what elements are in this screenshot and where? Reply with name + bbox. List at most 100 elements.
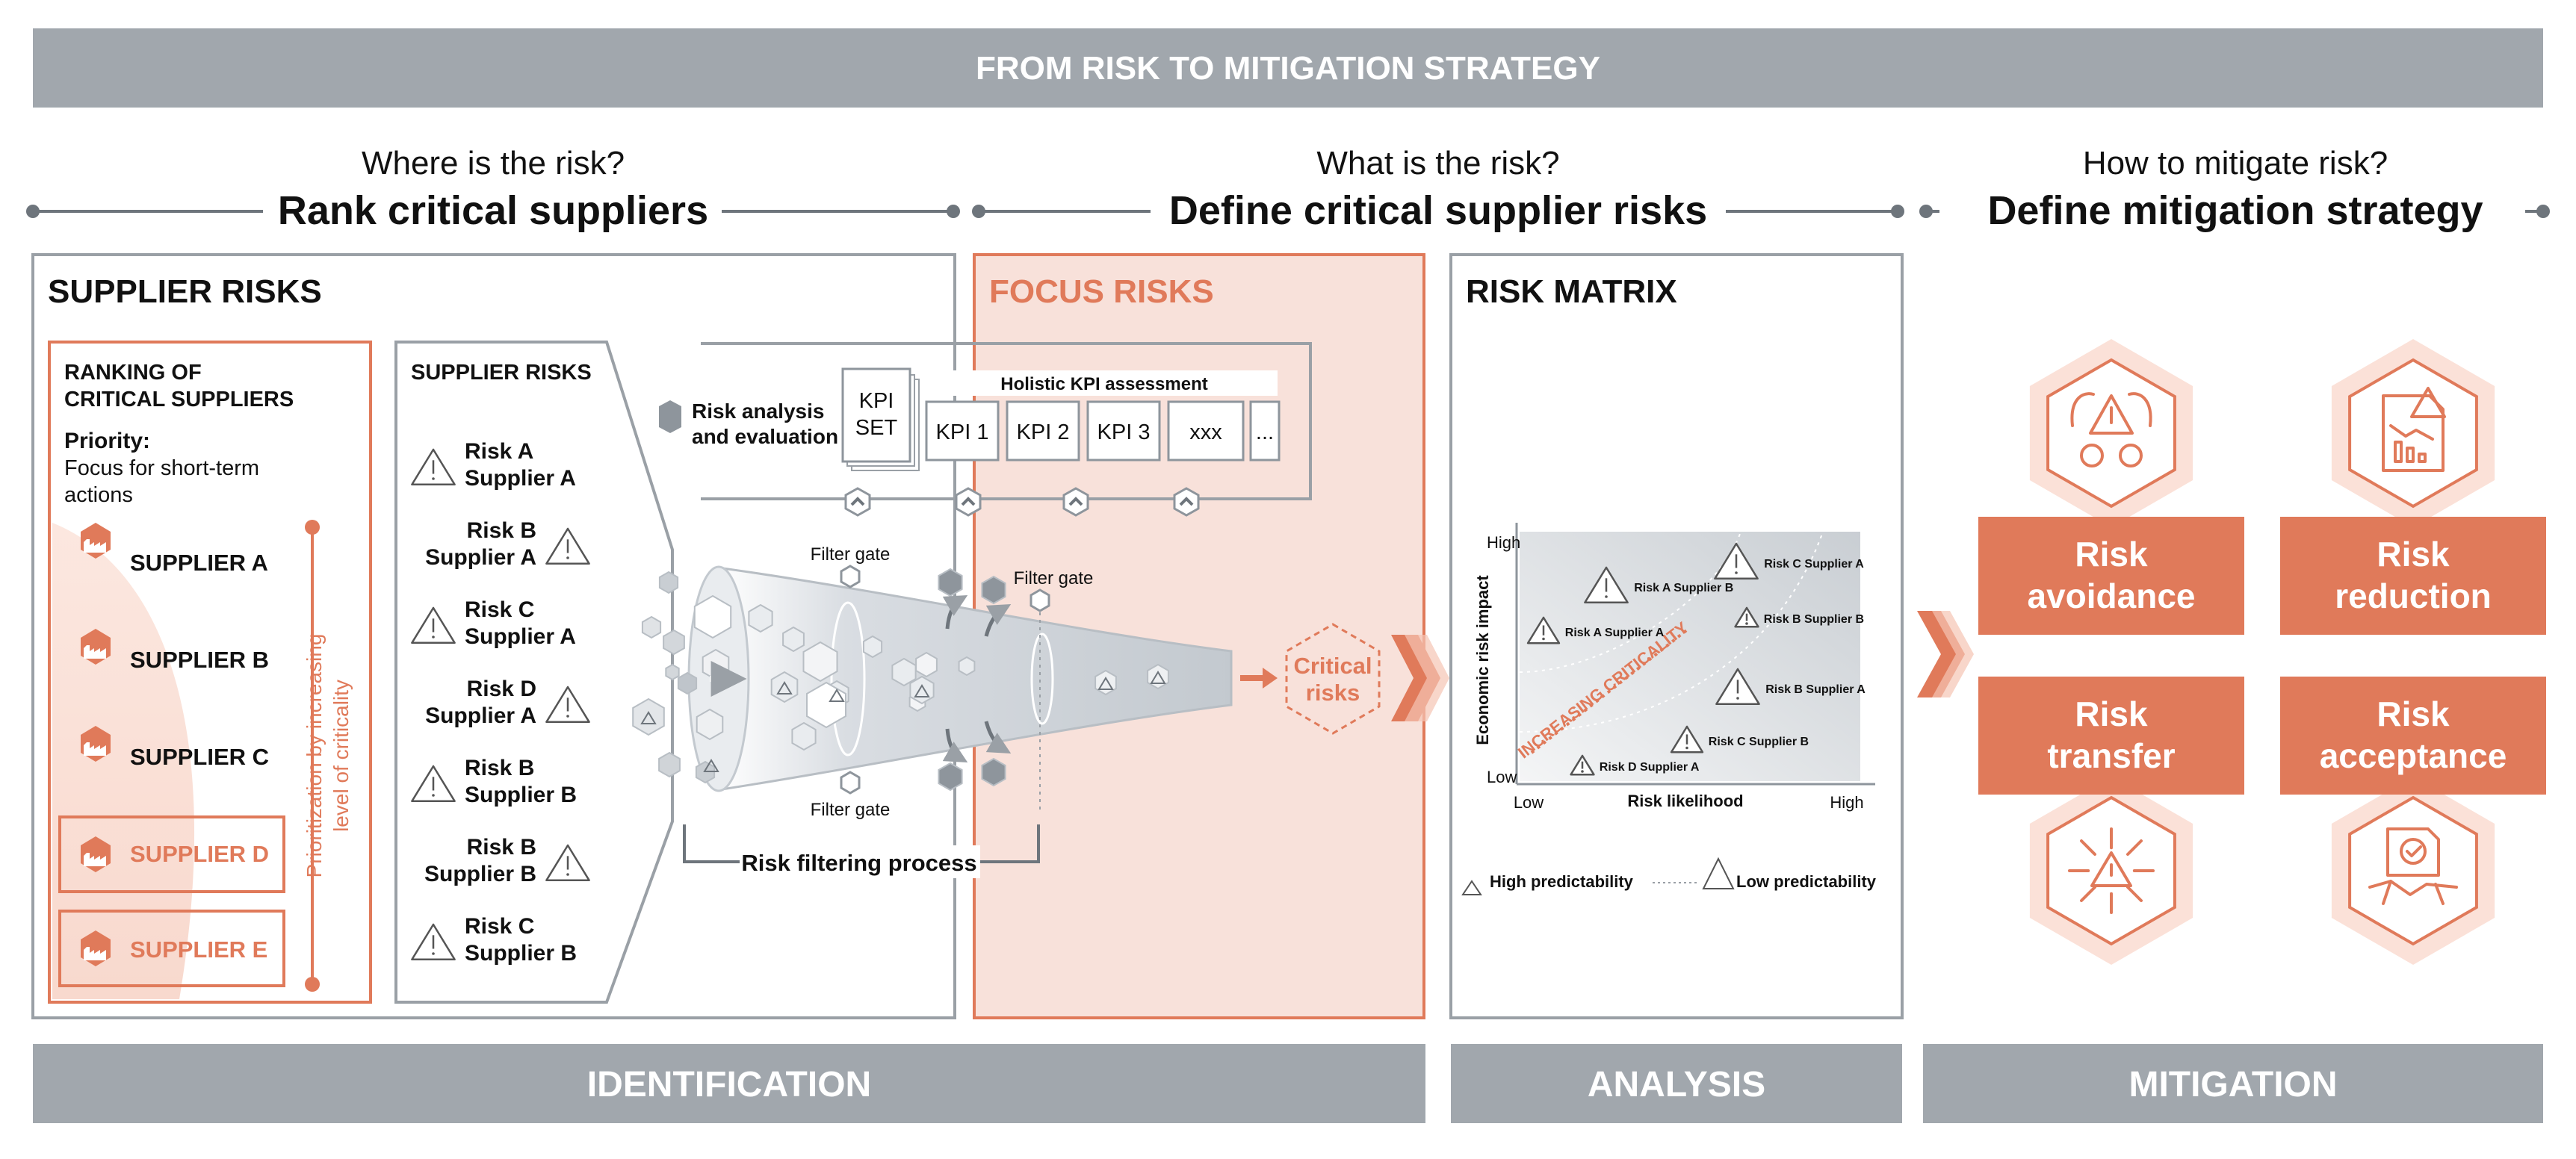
mitigation-label-band (1978, 517, 2244, 635)
column-heading-text-1: Rank critical suppliers (278, 188, 708, 233)
legend-high-predictability: High predictability (1490, 872, 1634, 891)
mitigation-label-line1: Risk (2377, 695, 2450, 733)
matrix-point: Risk A Supplier B (1584, 566, 1733, 604)
critical-risks-line2: risks (1306, 680, 1360, 706)
reject-arrow-icon (942, 728, 968, 762)
factory-icon-glyph (84, 947, 106, 960)
holistic-kpi-label: Holistic KPI assessment (1000, 374, 1207, 394)
holistic-label-bg (926, 370, 1278, 396)
risk-acceptance-icon (2368, 827, 2458, 905)
kpi-set-line1: KPI (859, 389, 894, 413)
kpi-connectors (844, 487, 1200, 517)
kpi-box: ... (1249, 400, 1281, 462)
risk-hexagon (693, 594, 732, 639)
title-bar (33, 28, 2543, 108)
column-heading-1: Where is the risk? Rank critical supplie… (26, 145, 960, 233)
risk-hexagon (1095, 669, 1117, 696)
criticality-axis-label-line1: Prioritization by increasing (303, 634, 326, 878)
column-heading-2: What is the risk? Define critical suppli… (972, 145, 1904, 233)
risk-hexagon (665, 663, 680, 681)
risk-hexagon (663, 629, 685, 656)
column-question-3: How to mitigate risk? (2083, 145, 2388, 181)
legend-low-predictability: Low predictability (1736, 872, 1877, 891)
risk-particles (632, 568, 1169, 792)
risk-hexagon (641, 615, 662, 639)
warning-icon (829, 689, 845, 702)
risk-hexagon (770, 671, 799, 703)
mitigation-strategies: RiskavoidanceRiskreductionRisktransferRi… (1978, 339, 2546, 965)
bottom-bar-identification (33, 1044, 1425, 1123)
risk-name: Risk D (467, 677, 536, 701)
warning-icon (1570, 754, 1595, 776)
kpi-label: KPI 2 (1017, 420, 1070, 444)
risk-matrix-title: RISK MATRIX (1466, 273, 1677, 310)
column-heading-text-2: Define critical supplier risks (1169, 188, 1707, 233)
warning-icon (703, 759, 719, 772)
matrix-point: Risk C Supplier A (1714, 542, 1864, 580)
supplier-label-d: SUPPLIER D (130, 841, 269, 867)
bottom-label-identification: IDENTIFICATION (587, 1065, 871, 1104)
risk-supplier: Supplier A (465, 466, 576, 491)
risk-hexagon (981, 575, 1006, 605)
column-question-1: Where is the risk? (362, 145, 625, 181)
filter-gate-icon (840, 565, 861, 588)
warning-icon (411, 765, 456, 803)
hex-connector-icon (1173, 487, 1200, 517)
mitigation-label-line2: reduction (2335, 577, 2492, 615)
factory-icon-glyph (84, 645, 106, 659)
priority-text-line2: actions (64, 483, 133, 507)
risk-supplier: Supplier A (425, 545, 536, 570)
column-heading-text-3: Define mitigation strategy (1987, 188, 2483, 233)
output-arrow-icon (1263, 668, 1278, 689)
y-low-label: Low (1487, 768, 1517, 786)
process-label-bg (740, 845, 980, 878)
risk-list-title: SUPPLIER RISKS (411, 361, 592, 385)
filter-gate-label-top1: Filter gate (811, 544, 891, 565)
mitigation-label-band (2280, 677, 2546, 795)
kpi-label: ... (1256, 420, 1274, 444)
column-question-2: What is the risk? (1316, 145, 1559, 181)
ranking-title-line1: RANKING OF (64, 361, 202, 385)
supplier-item-d: SUPPLIER D (58, 815, 285, 893)
matrix-point-label: Risk A Supplier A (1565, 627, 1665, 639)
matrix-point: Risk B Supplier A (1715, 668, 1866, 706)
risk-filtering-process: Risk filtering process (683, 824, 1040, 878)
risk-hexagon (806, 681, 846, 729)
risk-hexagon (702, 648, 730, 681)
supplier-label-c: SUPPLIER C (130, 744, 269, 770)
warning-icon (1150, 671, 1166, 684)
matrix-point-label: Risk C Supplier B (1709, 736, 1809, 748)
supplier-label-e: SUPPLIER E (130, 936, 267, 963)
funnel-body (716, 566, 1233, 792)
warning-icon (640, 711, 657, 724)
kpi-set-card (841, 367, 911, 463)
mitigation-label-line1: Risk (2075, 535, 2148, 574)
supplier-item-e: SUPPLIER E (58, 910, 285, 987)
warning-icon (1584, 566, 1629, 604)
focus-risks-title: FOCUS RISKS (989, 273, 1214, 310)
matrix-point-label: Risk B Supplier B (1764, 613, 1864, 626)
bottom-label-analysis: ANALYSIS (1588, 1065, 1765, 1104)
supplier-d-frame (58, 815, 285, 893)
kpi-box: KPI 1 (925, 400, 1000, 462)
warning-icon (411, 606, 456, 644)
risk-hexagon (1147, 663, 1169, 690)
warning-icon (545, 686, 590, 724)
x-axis-label: Risk likelihood (1627, 792, 1743, 810)
risk-hexagon (658, 751, 681, 778)
criticality-axis-label-line2: level of criticality (329, 680, 353, 832)
supplier-e-frame (58, 910, 285, 987)
factory-icon-glyph (84, 742, 106, 756)
risk-name: Risk C (465, 914, 534, 939)
risk-supplier: Supplier B (424, 862, 536, 886)
ranking-title-line2: CRITICAL SUPPLIERS (64, 388, 294, 411)
mitigation-label-line2: acceptance (2320, 736, 2507, 775)
risk-hexagon (938, 568, 963, 597)
connector-dot (1891, 205, 1904, 218)
chevron-right-shadow (1405, 635, 1449, 721)
kpi-box: KPI 3 (1086, 400, 1161, 462)
mitigation-label-line2: transfer (2047, 736, 2175, 775)
